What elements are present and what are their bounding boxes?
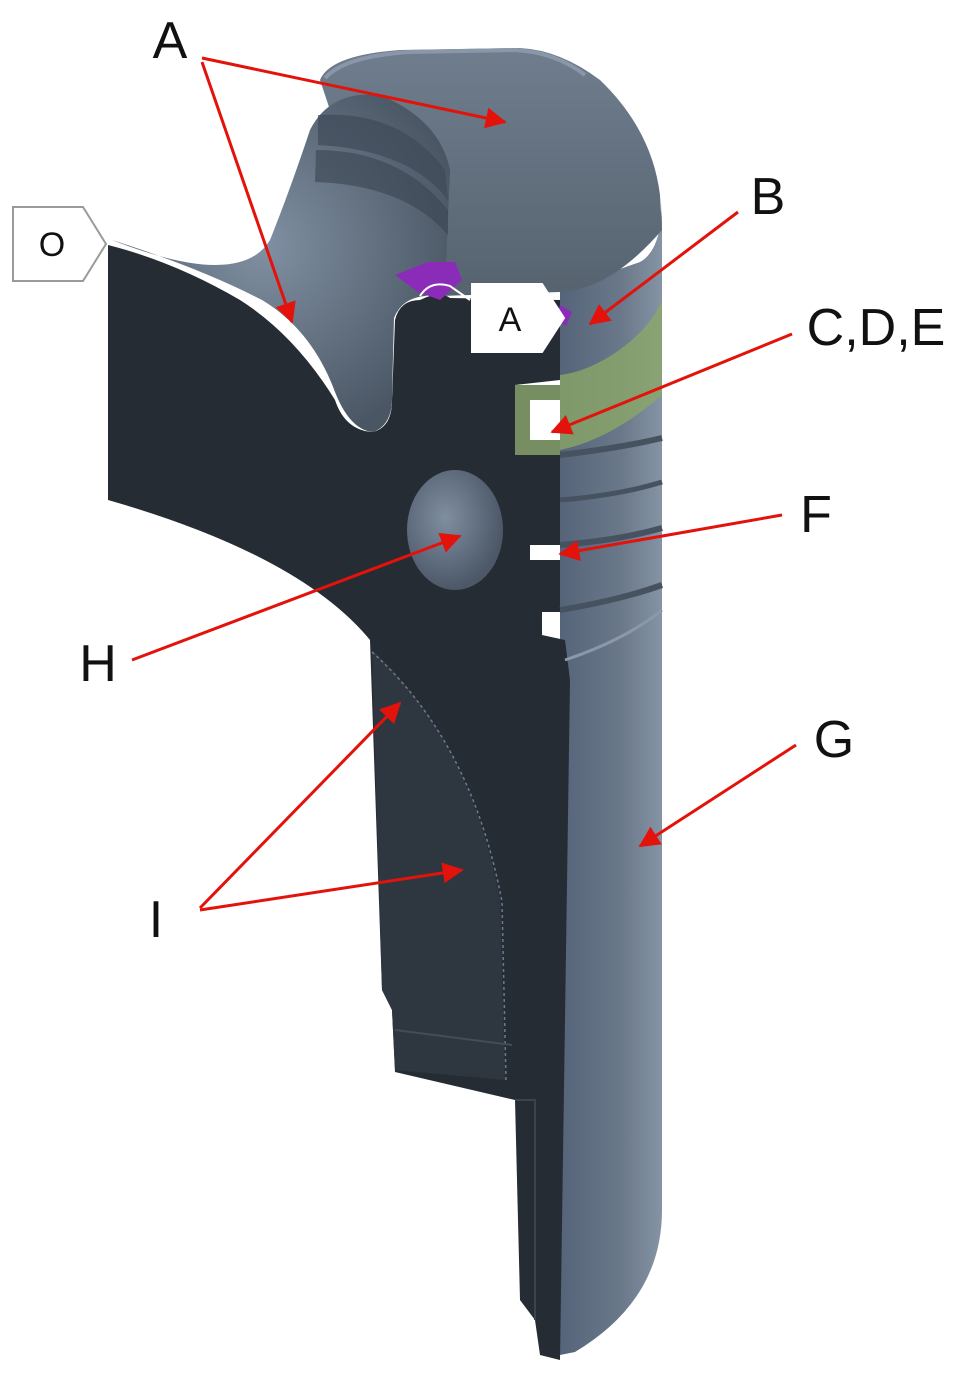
datum-tag-a-shape (471, 283, 566, 353)
label-h: H (79, 635, 117, 693)
datum-tag-o-shape (12, 206, 108, 282)
outer-groove-4 (559, 582, 664, 613)
label-b: B (751, 168, 786, 226)
arrow-i-lower (199, 862, 464, 912)
callout-arrows (131, 56, 797, 912)
arrow-h (131, 532, 462, 662)
datum-tag-o: O (12, 206, 108, 282)
callout-labels: A B C,D,E F G H I (79, 12, 945, 949)
bore-groove-1 (318, 114, 448, 200)
outer-groove-2 (559, 479, 663, 503)
seal-groove (515, 385, 560, 455)
arrow-g (638, 743, 797, 848)
label-cde: C,D,E (807, 299, 946, 357)
label-i: I (149, 891, 163, 949)
arrow-i-upper (198, 701, 402, 910)
section-face (108, 245, 570, 1360)
label-a: A (153, 12, 188, 70)
arrow-a-bore (200, 61, 296, 324)
label-g: G (814, 711, 854, 769)
datum-tag-o-label: O (39, 226, 65, 264)
datum-marker (395, 262, 462, 300)
outer-groove-5 (564, 608, 663, 662)
seal-ring (560, 300, 662, 450)
bore-groove-2 (315, 150, 448, 235)
datum-tag-a: A (471, 283, 566, 353)
lower-recess (372, 650, 505, 1080)
arrow-f (558, 513, 783, 562)
datum-tag-a-label: A (499, 301, 522, 339)
label-f: F (800, 486, 832, 544)
datum-edge-highlight (419, 283, 471, 301)
arrow-b (588, 210, 739, 326)
top-rim-highlight (323, 47, 587, 80)
arrow-cde (550, 332, 793, 435)
arrow-a-top (201, 56, 507, 129)
part-body (108, 47, 664, 1360)
step-line-1 (394, 1029, 513, 1046)
outer-groove-1 (559, 435, 663, 458)
step-line-2 (515, 1099, 536, 1320)
side-hole (407, 470, 503, 590)
lower-recess-edge (371, 651, 507, 1081)
